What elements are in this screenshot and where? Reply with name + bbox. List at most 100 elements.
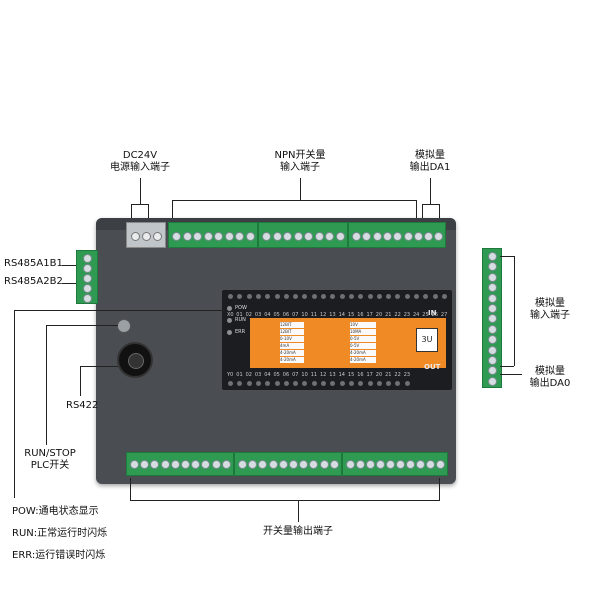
terminal-pin: [488, 252, 497, 261]
rs485-2-arrow: [62, 283, 76, 284]
err-description: ERR:运行错误时闪烁: [12, 550, 106, 561]
da1-label-line2: 输出DA1: [409, 162, 451, 173]
terminal-pin: [83, 264, 92, 273]
indicator-hole: [395, 381, 401, 386]
terminal-pin: [130, 460, 139, 469]
terminal-pin: [289, 460, 298, 469]
indicator-hole: [302, 381, 308, 386]
indicator-hole: [376, 381, 382, 386]
terminal-pin: [201, 460, 211, 469]
indicator-hole: [395, 294, 401, 299]
pow-leader-h: [14, 310, 224, 311]
input-number-label: 02: [245, 312, 252, 318]
analog-terminal-block: [482, 248, 502, 388]
rs422-port[interactable]: [117, 342, 153, 378]
indicator-hole: [283, 294, 289, 299]
rs485-a2b2-label: RS485A2B2: [4, 276, 63, 287]
output-bracket: [130, 500, 440, 501]
indicator-hole: [358, 294, 364, 299]
output-bracket-left: [130, 478, 131, 500]
terminal-pin: [221, 460, 231, 469]
terminal-pin: [488, 304, 497, 313]
input-number-label: 06: [282, 312, 290, 318]
input-number-label: 26: [431, 312, 438, 318]
terminal-pin: [352, 232, 361, 241]
terminal-pin: [299, 460, 309, 469]
terminal-pin: [406, 460, 415, 469]
spec-cell: 4mA: [280, 343, 304, 349]
terminal-pin: [488, 324, 497, 334]
terminal-pin: [372, 232, 382, 241]
indicator-hole: [228, 381, 233, 386]
input-number-label: 27: [440, 312, 448, 318]
terminal-pin: [248, 460, 258, 469]
output-number-label: 07: [292, 372, 299, 378]
input-number-label: 22: [394, 312, 401, 318]
runstop-label: RUN/STOP PLC开关: [18, 448, 82, 472]
terminal-pin: [488, 262, 497, 272]
terminal-pin: [278, 460, 288, 469]
output-number-label: 14: [338, 372, 345, 378]
terminal-pin: [488, 293, 497, 303]
input-terminal-block-1: [168, 222, 258, 248]
terminal-pin: [191, 460, 201, 469]
indicator-hole: [293, 294, 299, 299]
spec-cell: 10V: [350, 322, 376, 328]
terminal-pin: [362, 232, 372, 241]
terminal-pin: [235, 232, 244, 241]
indicator-hole: [367, 381, 373, 386]
npn-leader: [300, 178, 301, 200]
terminal-pin: [172, 232, 181, 241]
runstop-label-line2: PLC开关: [30, 460, 70, 471]
terminal-pin: [272, 232, 282, 241]
spec-cell: 0-5V: [350, 343, 376, 349]
indicator-hole: [255, 294, 261, 299]
input-number-label: 17: [366, 312, 373, 318]
indicator-hole: [432, 294, 438, 299]
terminal-pin: [83, 284, 92, 293]
dc24v-bracket-left: [131, 204, 132, 218]
indicator-hole: [386, 381, 392, 386]
spec-cell: 12BIT: [280, 322, 304, 328]
indicator-hole: [311, 294, 317, 299]
terminal-pin: [386, 460, 395, 469]
out-badge: OUT: [424, 363, 441, 371]
indicator-hole: [339, 294, 345, 299]
terminal-pin: [170, 460, 180, 469]
terminal-pin: [131, 232, 140, 241]
terminal-pin: [193, 232, 202, 241]
brand-badge: 3U: [416, 328, 438, 352]
input-number-label: 07: [292, 312, 299, 318]
output-number-label: 22: [394, 372, 401, 378]
terminal-pin: [83, 254, 92, 263]
spec-cell: 0-10V: [280, 336, 304, 342]
spec-cell: 0-5V: [350, 336, 376, 342]
run-stop-switch[interactable]: [117, 319, 131, 333]
terminal-pin: [181, 460, 190, 469]
terminal-pin: [335, 232, 345, 241]
indicator-hole: [274, 294, 280, 299]
indicator-hole: [386, 294, 392, 299]
terminal-pin: [319, 460, 329, 469]
terminal-pin: [488, 376, 497, 386]
input-number-label: 16: [357, 312, 364, 318]
indicator-hole: [237, 294, 243, 299]
runstop-leader-v: [46, 325, 47, 445]
terminal-pin: [293, 232, 303, 241]
terminal-pin: [142, 232, 151, 241]
indicator-hole: [255, 381, 261, 386]
indicator-hole: [274, 381, 280, 386]
output-terminal-block-2: [234, 452, 342, 476]
output-number-label: 10: [301, 372, 308, 378]
rs485-1-arrow: [62, 265, 76, 266]
port-socket-icon: [128, 353, 144, 369]
ain-bracket-bottom: [500, 366, 514, 367]
npn-bracket-right: [416, 200, 417, 218]
output-number-label: 15: [347, 372, 355, 378]
input-number-label: 01: [236, 312, 243, 318]
npn-label-line1: NPN开关量: [274, 150, 326, 161]
pow-led-label: POW: [235, 305, 247, 311]
dc24v-leader: [140, 178, 141, 204]
da1-output-label: 模拟量 输出DA1: [400, 150, 460, 174]
indicator-hole: [237, 381, 243, 386]
